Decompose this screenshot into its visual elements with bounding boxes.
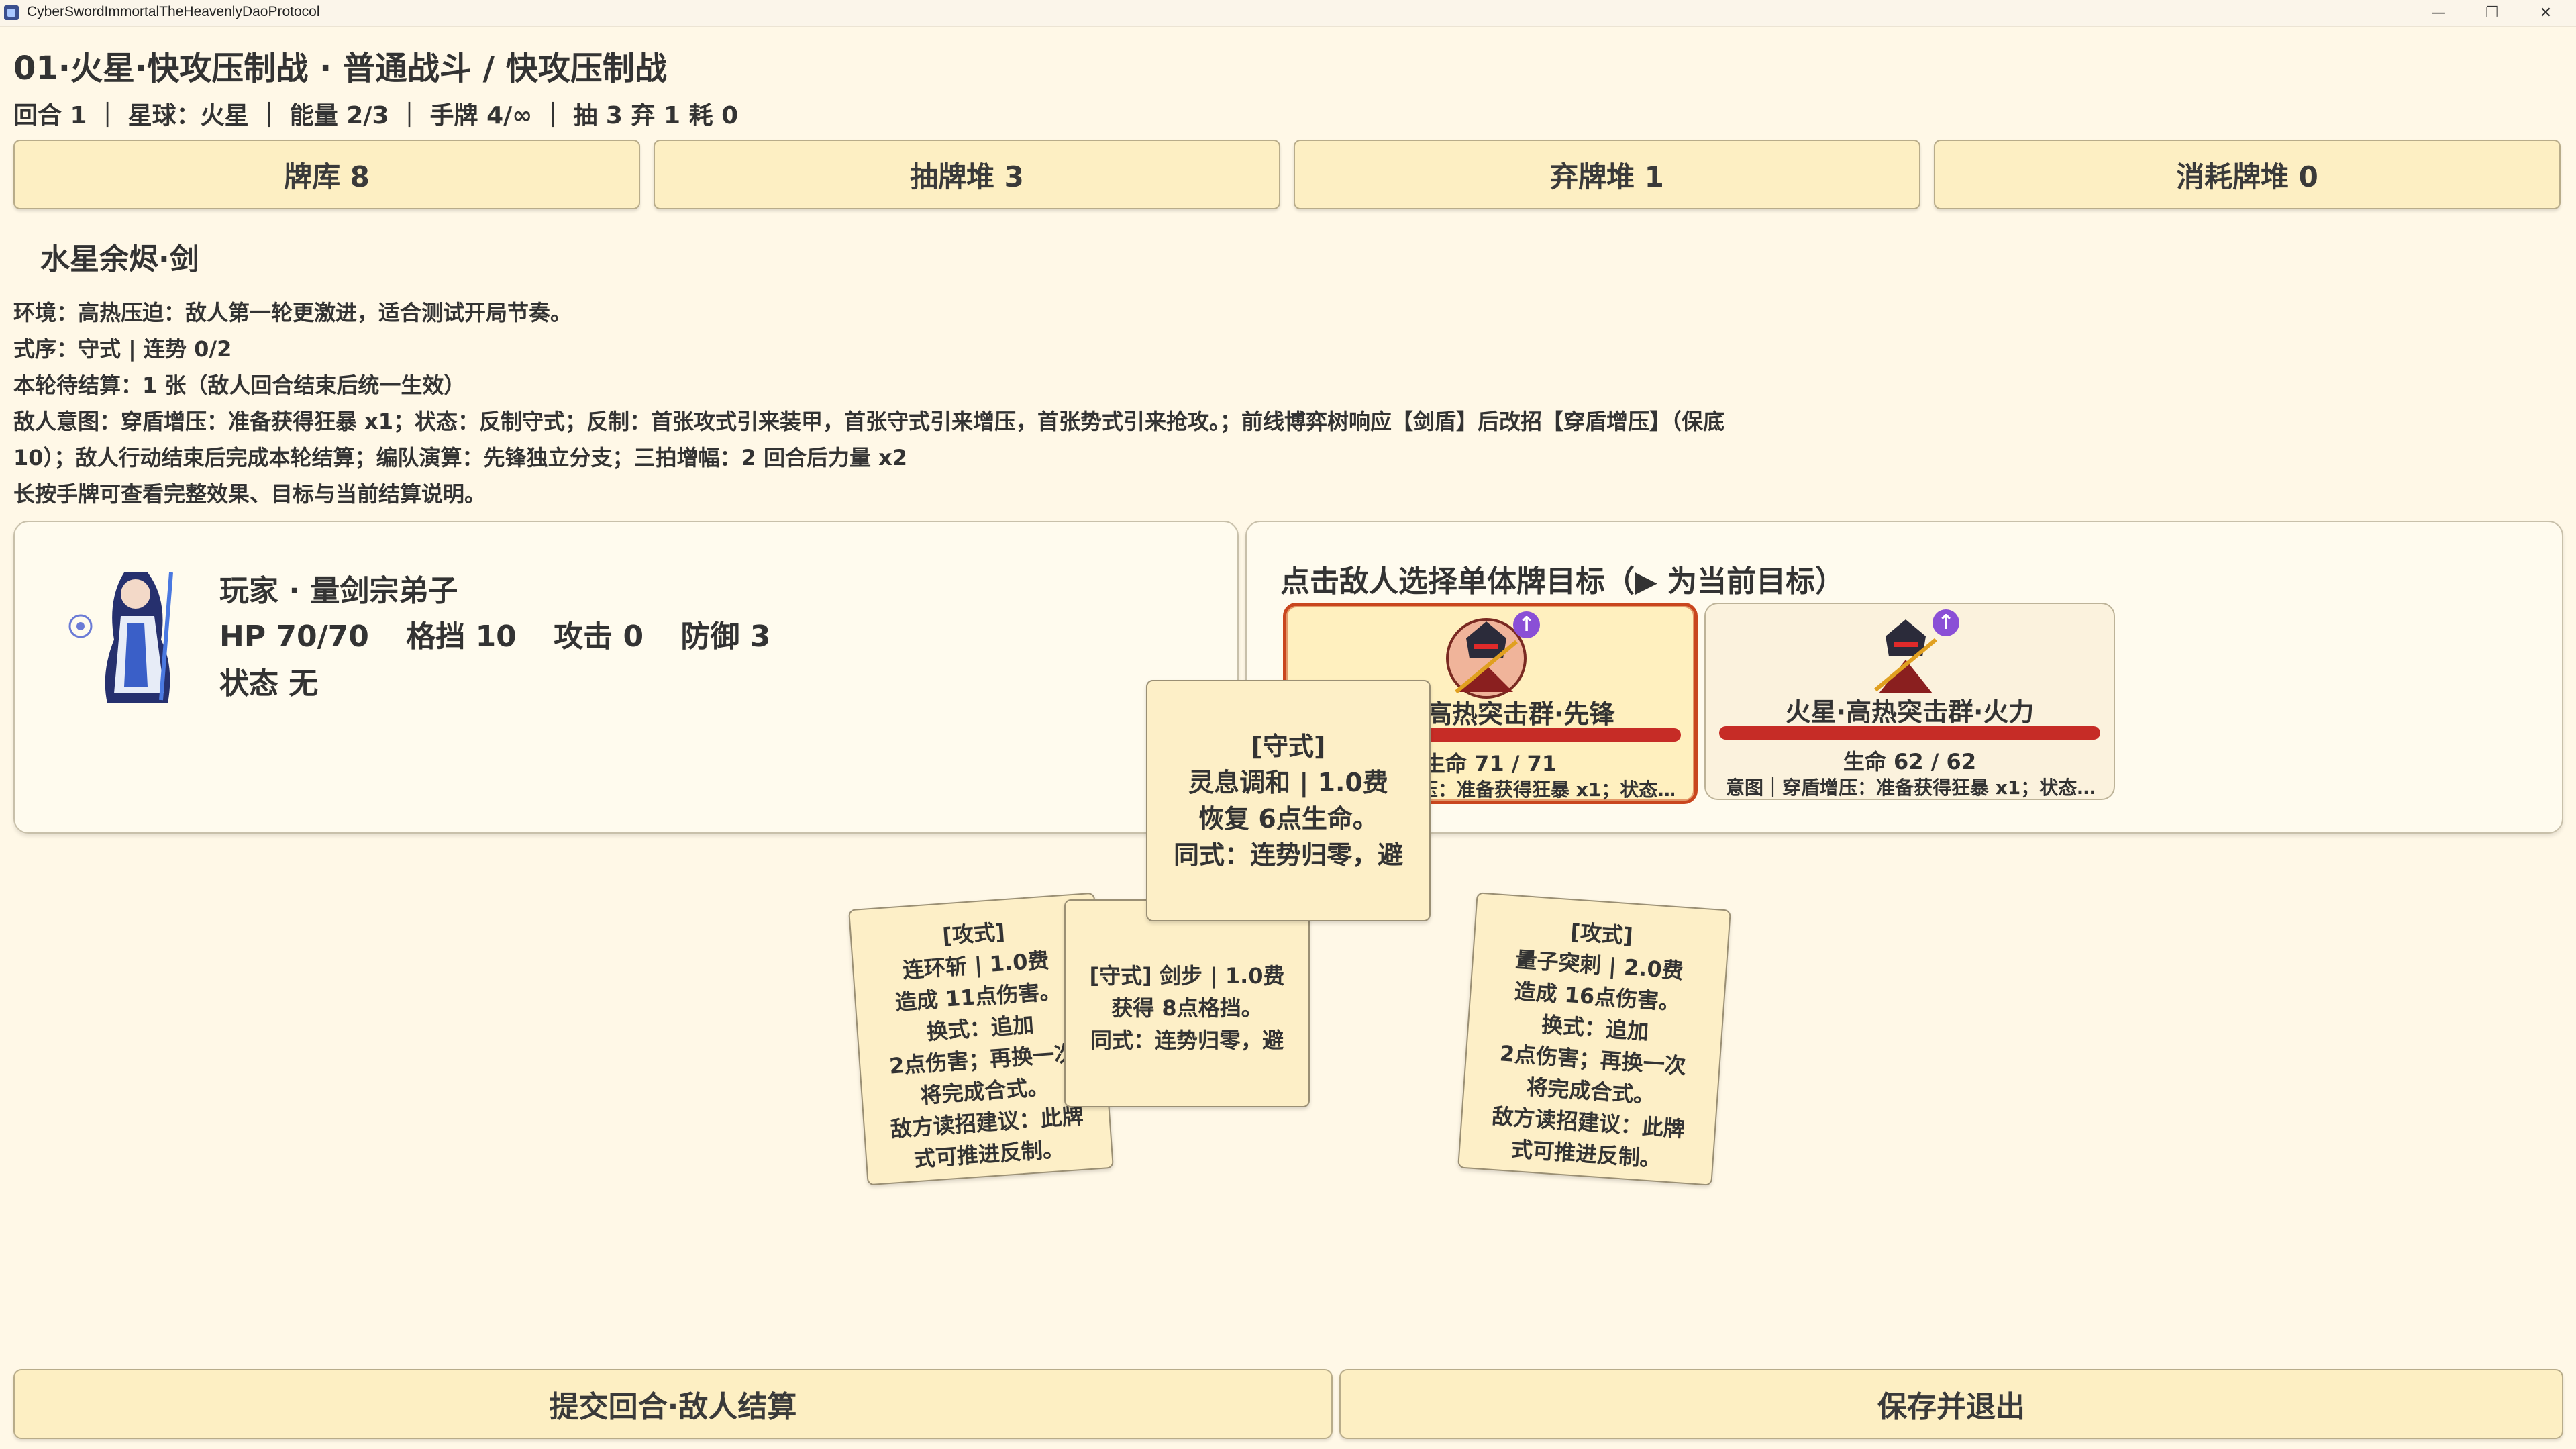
enemy-hp-bar xyxy=(1719,726,2100,740)
enemy-card-firepower[interactable]: ↑ 火星·高热突击群·火力 生命 62 / 62 意图｜穿盾增压：准备获得狂暴 … xyxy=(1704,603,2115,800)
hand-card-quantum-thrust[interactable]: [攻式] 量子突刺 | 2.0费 造成 16点伤害。 换式：追加 2点伤害；再换… xyxy=(1457,892,1731,1186)
enemy-intent: 意图｜穿盾增压：准备获得狂暴 x1；状态… xyxy=(1726,777,2094,799)
hint-info: 长按手牌可查看完整效果、目标与当前结算说明。 xyxy=(13,481,486,507)
player-panel: 玩家 · 量剑宗弟子 HP 70/70 格挡 10 攻击 0 防御 3 状态 无 xyxy=(13,521,1239,834)
player-name: 玩家 · 量剑宗弟子 xyxy=(219,574,458,608)
card-title: 灵息调和 | 1.0费 xyxy=(1188,768,1388,797)
hand-card-breath-harmony[interactable]: [守式] 灵息调和 | 1.0费 恢复 6点生命。 同式：连势归零，避 xyxy=(1146,680,1431,921)
enemy-intent-info-cont: 10）；敌人行动结束后完成本轮结算；编队演算：先锋独立分支；三拍增幅：2 回合后… xyxy=(13,445,907,470)
enemy-hp: 生命 71 / 71 xyxy=(1423,751,1557,777)
environment-info: 环境：高热压迫：敌人第一轮更激进，适合测试开局节奏。 xyxy=(13,300,572,326)
sword-title: 水星余烬·剑 xyxy=(40,242,199,277)
player-defense: 防御 3 xyxy=(680,619,771,654)
player-state: 状态 无 xyxy=(219,666,319,701)
card-text: 获得 8点格挡。 xyxy=(1111,995,1263,1021)
deck-pile-button[interactable]: 牌库 8 xyxy=(13,140,640,209)
close-button[interactable]: ✕ xyxy=(2539,5,2553,21)
player-stats: HP 70/70 格挡 10 攻击 0 防御 3 xyxy=(219,612,797,655)
target-hint: 点击敌人选择单体牌目标（▶ 为当前目标） xyxy=(1280,564,1845,599)
draw-pile-button[interactable]: 抽牌堆 3 xyxy=(654,140,1280,209)
minimize-button[interactable]: — xyxy=(2431,5,2446,21)
pending-info: 本轮待结算：1 张（敌人回合结束后统一生效） xyxy=(13,372,466,398)
card-type: [守式] xyxy=(1251,732,1326,761)
enemy-hp: 生命 62 / 62 xyxy=(1843,749,1977,775)
window-titlebar: CyberSwordImmortalTheHeavenlyDaoProtocol… xyxy=(0,0,2576,27)
enemy-portrait xyxy=(1874,619,1937,693)
window-title: CyberSwordImmortalTheHeavenlyDaoProtocol xyxy=(27,4,320,19)
buff-up-icon: ↑ xyxy=(1933,609,1959,636)
hand-card-sword-step[interactable]: [守式] 剑步 | 1.0费 获得 8点格挡。 同式：连势归零，避 xyxy=(1064,899,1310,1107)
restore-button[interactable]: ❐ xyxy=(2485,5,2499,21)
battle-status-line: 回合 1 ｜ 星球：火星 ｜ 能量 2/3 ｜ 手牌 4/∞ ｜ 抽 3 弃 1… xyxy=(13,102,739,130)
player-hp: HP 70/70 xyxy=(219,619,369,654)
stance-info: 式序：守式 | 连势 0/2 xyxy=(13,336,232,362)
save-exit-button[interactable]: 保存并退出 xyxy=(1339,1369,2563,1439)
card-text: 同式：连势归零，避 xyxy=(1090,1028,1284,1053)
buff-up-icon: ↑ xyxy=(1513,611,1540,638)
target-panel: 点击敌人选择单体牌目标（▶ 为当前目标） ↑ 火星·高热突击群·先锋 生命 71… xyxy=(1245,521,2563,834)
battle-heading: 01·火星·快攻压制战 · 普通战斗 / 快攻压制战 xyxy=(13,50,667,87)
card-title: [守式] 剑步 | 1.0费 xyxy=(1089,963,1285,989)
player-attack: 攻击 0 xyxy=(554,619,644,654)
player-block: 格挡 10 xyxy=(406,619,517,654)
card-text: 恢复 6点生命。 xyxy=(1198,804,1378,834)
app-icon xyxy=(4,5,19,20)
card-text: 同式：连势归零，避 xyxy=(1173,840,1403,870)
player-avatar xyxy=(60,559,208,707)
discard-pile-button[interactable]: 弃牌堆 1 xyxy=(1294,140,1920,209)
submit-turn-button[interactable]: 提交回合·敌人结算 xyxy=(13,1369,1333,1439)
enemy-name: 火星·高热突击群·火力 xyxy=(1785,697,2034,727)
enemy-intent-info: 敌人意图：穿盾增压：准备获得狂暴 x1；状态：反制守式；反制：首张攻式引来装甲，… xyxy=(13,409,1725,434)
enemy-portrait xyxy=(1446,618,1527,699)
exhaust-pile-button[interactable]: 消耗牌堆 0 xyxy=(1934,140,2561,209)
